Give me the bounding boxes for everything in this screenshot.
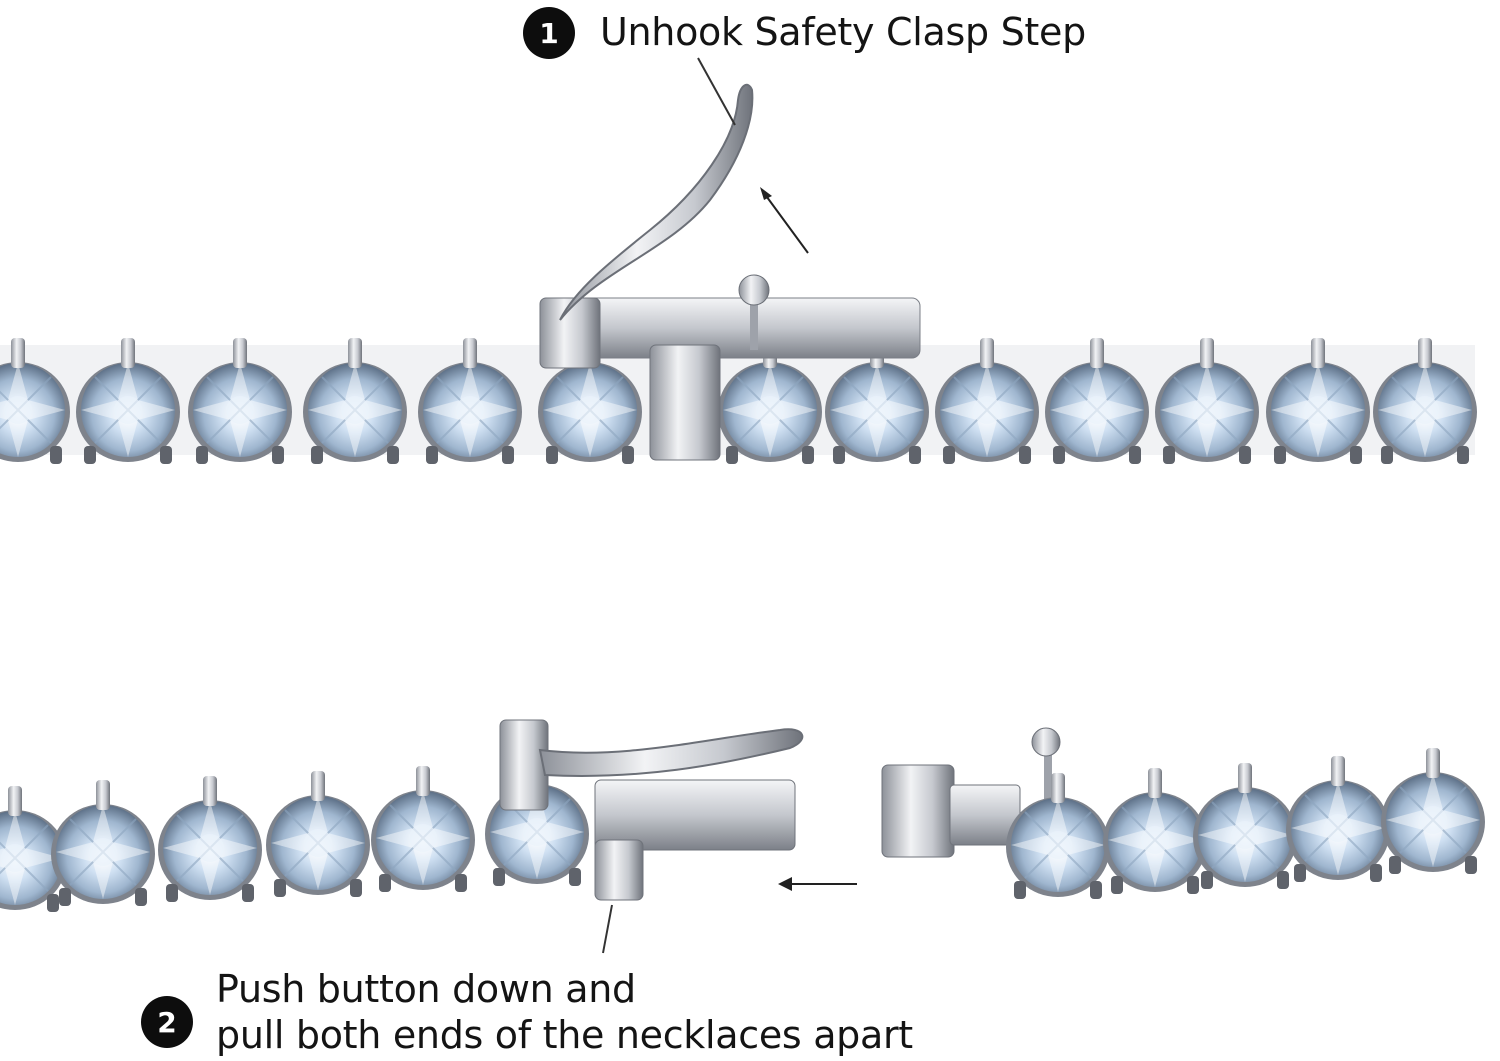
top-clasp [539, 83, 921, 461]
step-2-pointers [602, 877, 857, 954]
step-2-caption-line-2: pull both ends of the necklaces apart [216, 1013, 913, 1057]
step-1-badge: 1 [523, 7, 575, 59]
bottom-bracelet-right [1005, 747, 1486, 900]
step-2-caption-line-1: Push button down and [216, 967, 636, 1011]
step-1-caption: Unhook Safety Clasp Step [600, 10, 1086, 54]
step-1-pointers [697, 57, 809, 254]
bottom-clasp-right [881, 727, 1061, 858]
step-2-badge: 2 [141, 996, 193, 1048]
top-bracelet [0, 337, 1478, 465]
bottom-clasp-left [499, 719, 804, 901]
